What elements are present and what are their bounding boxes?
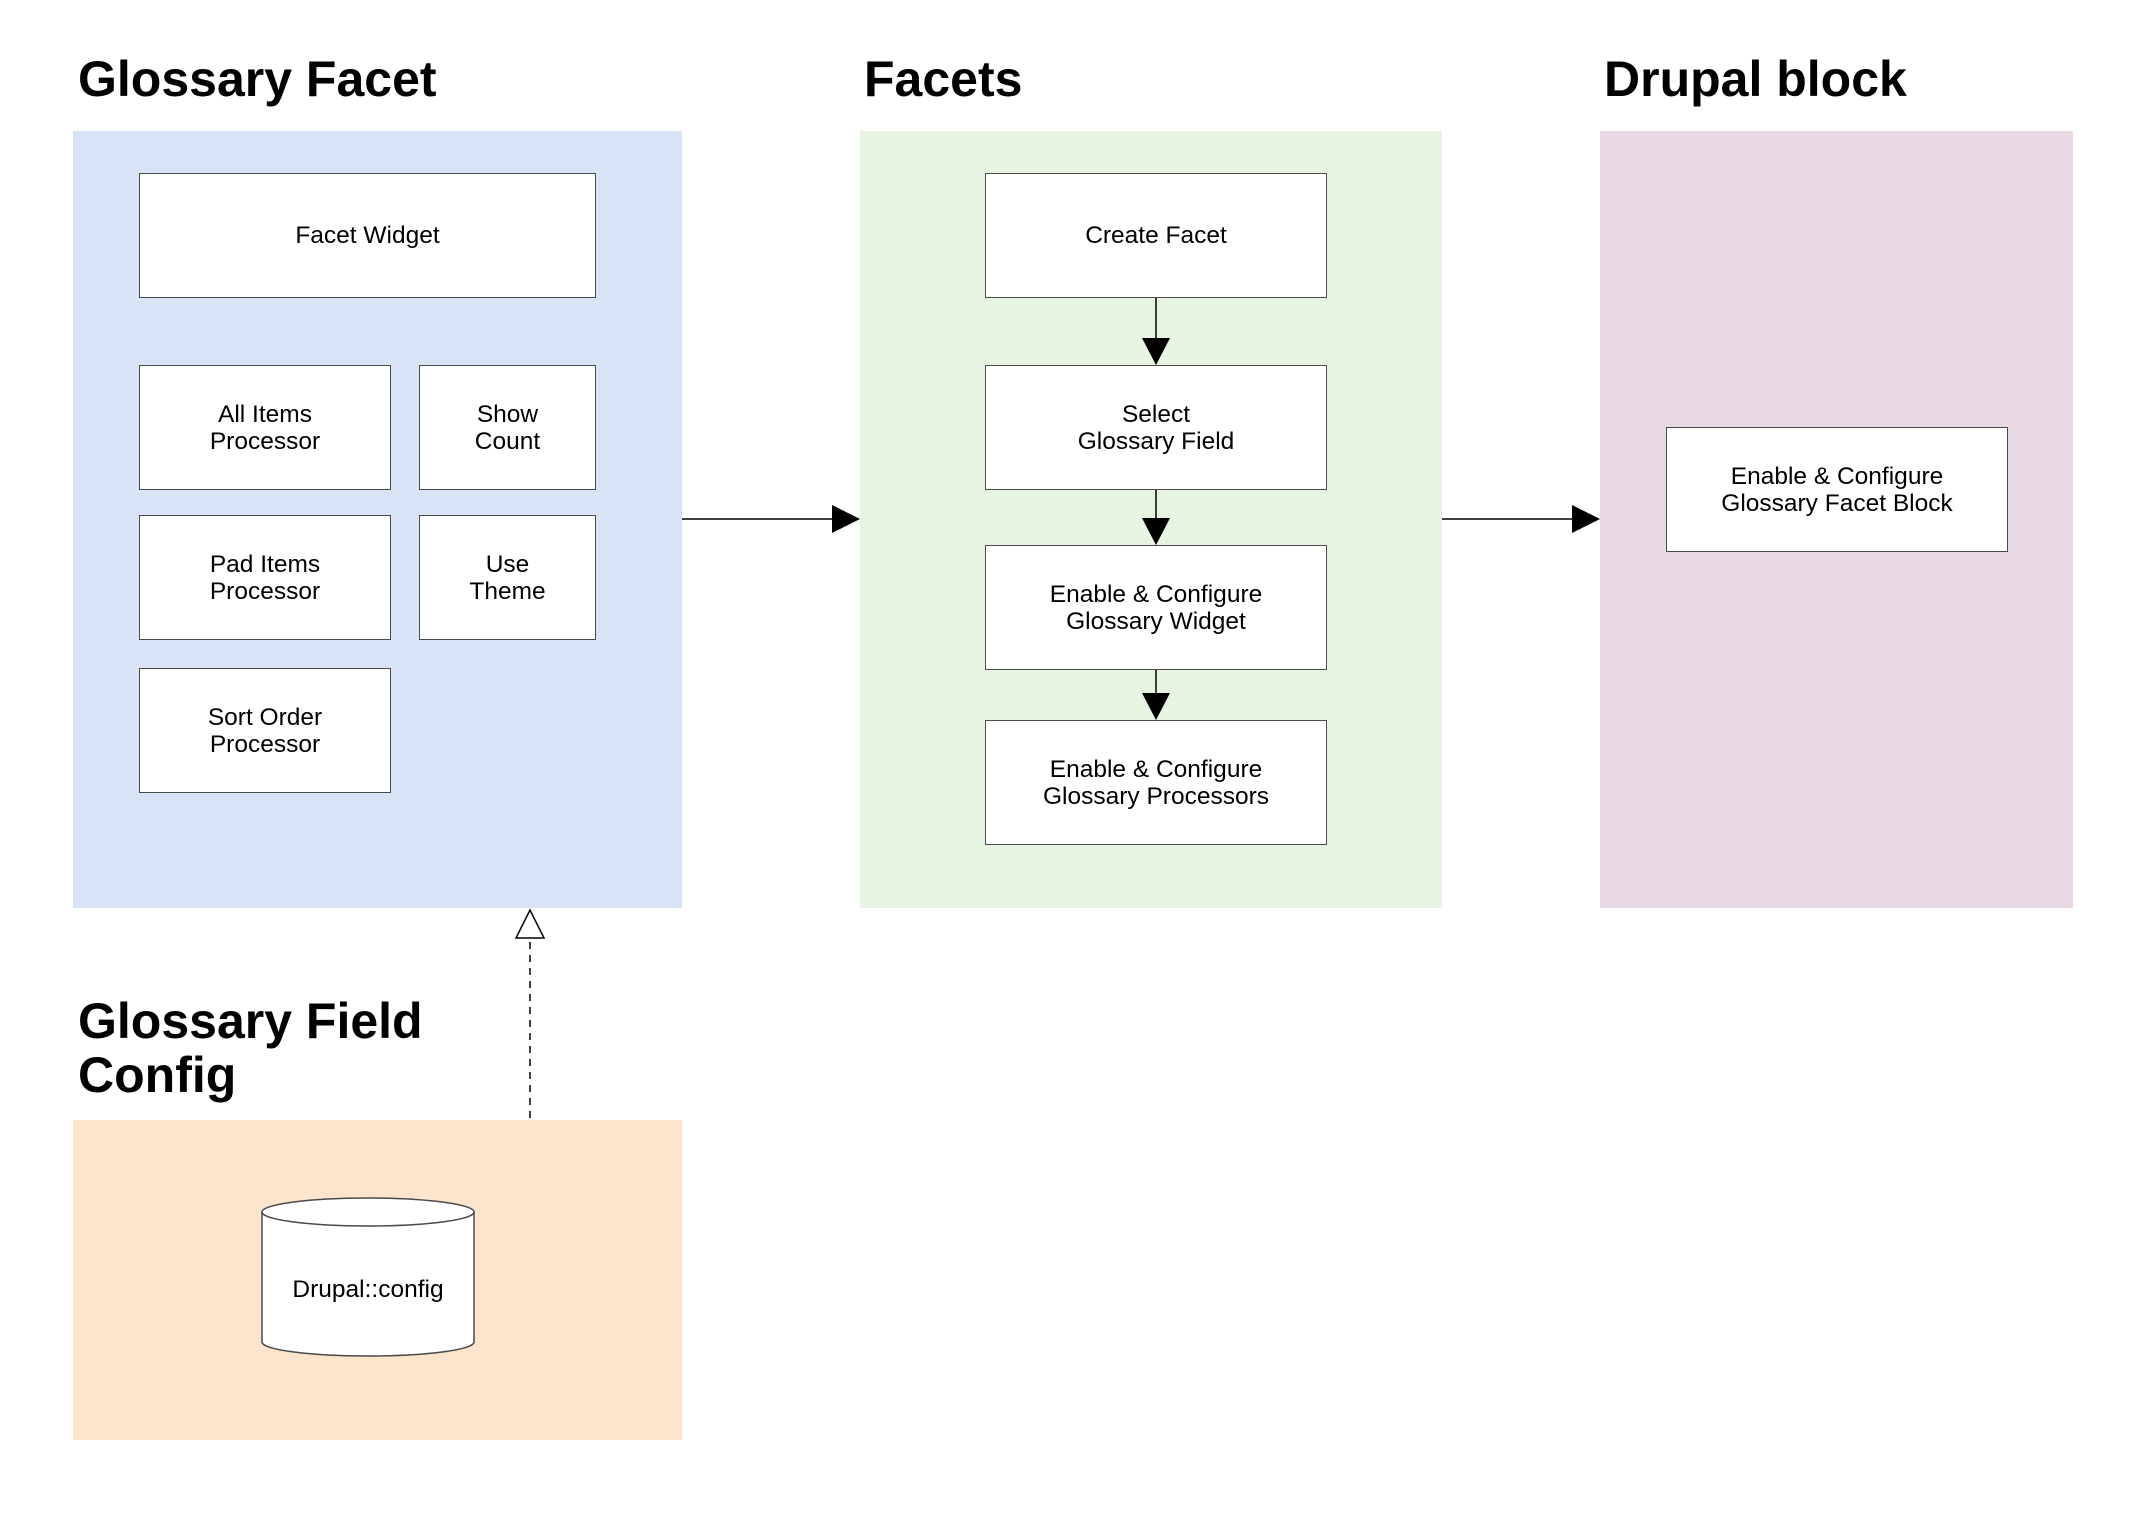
pad-items-processor-node[interactable]: Pad Items Processor — [139, 515, 391, 640]
drupal-config-node[interactable]: Drupal::config — [292, 1276, 444, 1303]
enable-configure-glossary-widget-node[interactable]: Enable & Configure Glossary Widget — [985, 545, 1327, 670]
glossary-field-config-title: Glossary Field Config — [78, 993, 423, 1103]
arrow-select-field-to-enable-widget — [1142, 490, 1170, 545]
facet-widget-node[interactable]: Facet Widget — [139, 173, 596, 298]
all-items-processor-node[interactable]: All Items Processor — [139, 365, 391, 490]
dashed-arrow-config-to-glossary-facet — [514, 908, 546, 1118]
show-count-node[interactable]: Show Count — [419, 365, 596, 490]
select-glossary-field-node[interactable]: Select Glossary Field — [985, 365, 1327, 490]
use-theme-node[interactable]: Use Theme — [419, 515, 596, 640]
drupal-block-title: Drupal block — [1604, 51, 1907, 107]
glossary-facet-title: Glossary Facet — [78, 51, 437, 107]
sort-order-processor-node[interactable]: Sort Order Processor — [139, 668, 391, 793]
arrow-facets-to-drupal-block — [1442, 505, 1600, 533]
enable-configure-glossary-facet-block-node[interactable]: Enable & Configure Glossary Facet Block — [1666, 427, 2008, 552]
arrow-create-facet-to-select-field — [1142, 297, 1170, 365]
arrow-glossary-facet-to-facets — [682, 505, 860, 533]
facets-title: Facets — [864, 51, 1023, 107]
create-facet-node[interactable]: Create Facet — [985, 173, 1327, 298]
enable-configure-glossary-processors-node[interactable]: Enable & Configure Glossary Processors — [985, 720, 1327, 845]
database-cylinder-icon — [261, 1197, 475, 1357]
arrow-enable-widget-to-enable-processors — [1142, 670, 1170, 720]
